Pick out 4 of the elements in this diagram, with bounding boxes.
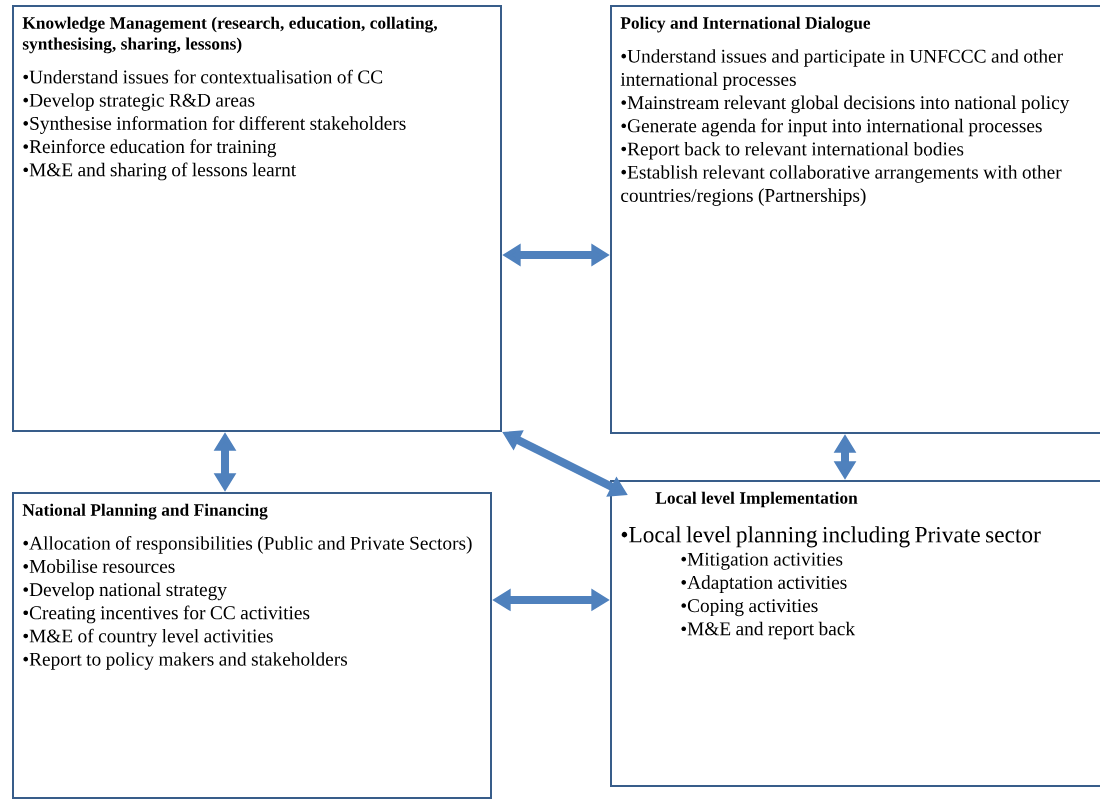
text-box: National Planning and Financing •Allocation of responsibilities (Public and Private Sectors) •Mobilise resources •Develop national strategy •Creating incentives for CC activities •M&E of country level activities •Report to policy makers and stakeholders bbox=[12, 492, 492, 799]
text-box: Local level Implementation •Local level planning including Private sector •Mitigation activities •Adaptation activities •Coping activities •M&E and report back bbox=[610, 480, 1100, 787]
text-box: Policy and International Dialogue •Understand issues and participate in UNFCCC and other international processes •Mainstream relevant global decisions into national policy •Generate agenda for input into international processes •Report back to relevant international bodies •Establish relevant collaborative arrangements with other countries/regions (Partnerships) bbox=[610, 5, 1100, 434]
text-box: Knowledge Management (research, education, collating, synthesising, sharing, lessons) •Understand issues for contextualisation of CC •Develop strategic R&D areas •Synthesise information for different stakeholders •Reinforce education for training •M&E and sharing of lessons learnt bbox=[12, 5, 502, 432]
